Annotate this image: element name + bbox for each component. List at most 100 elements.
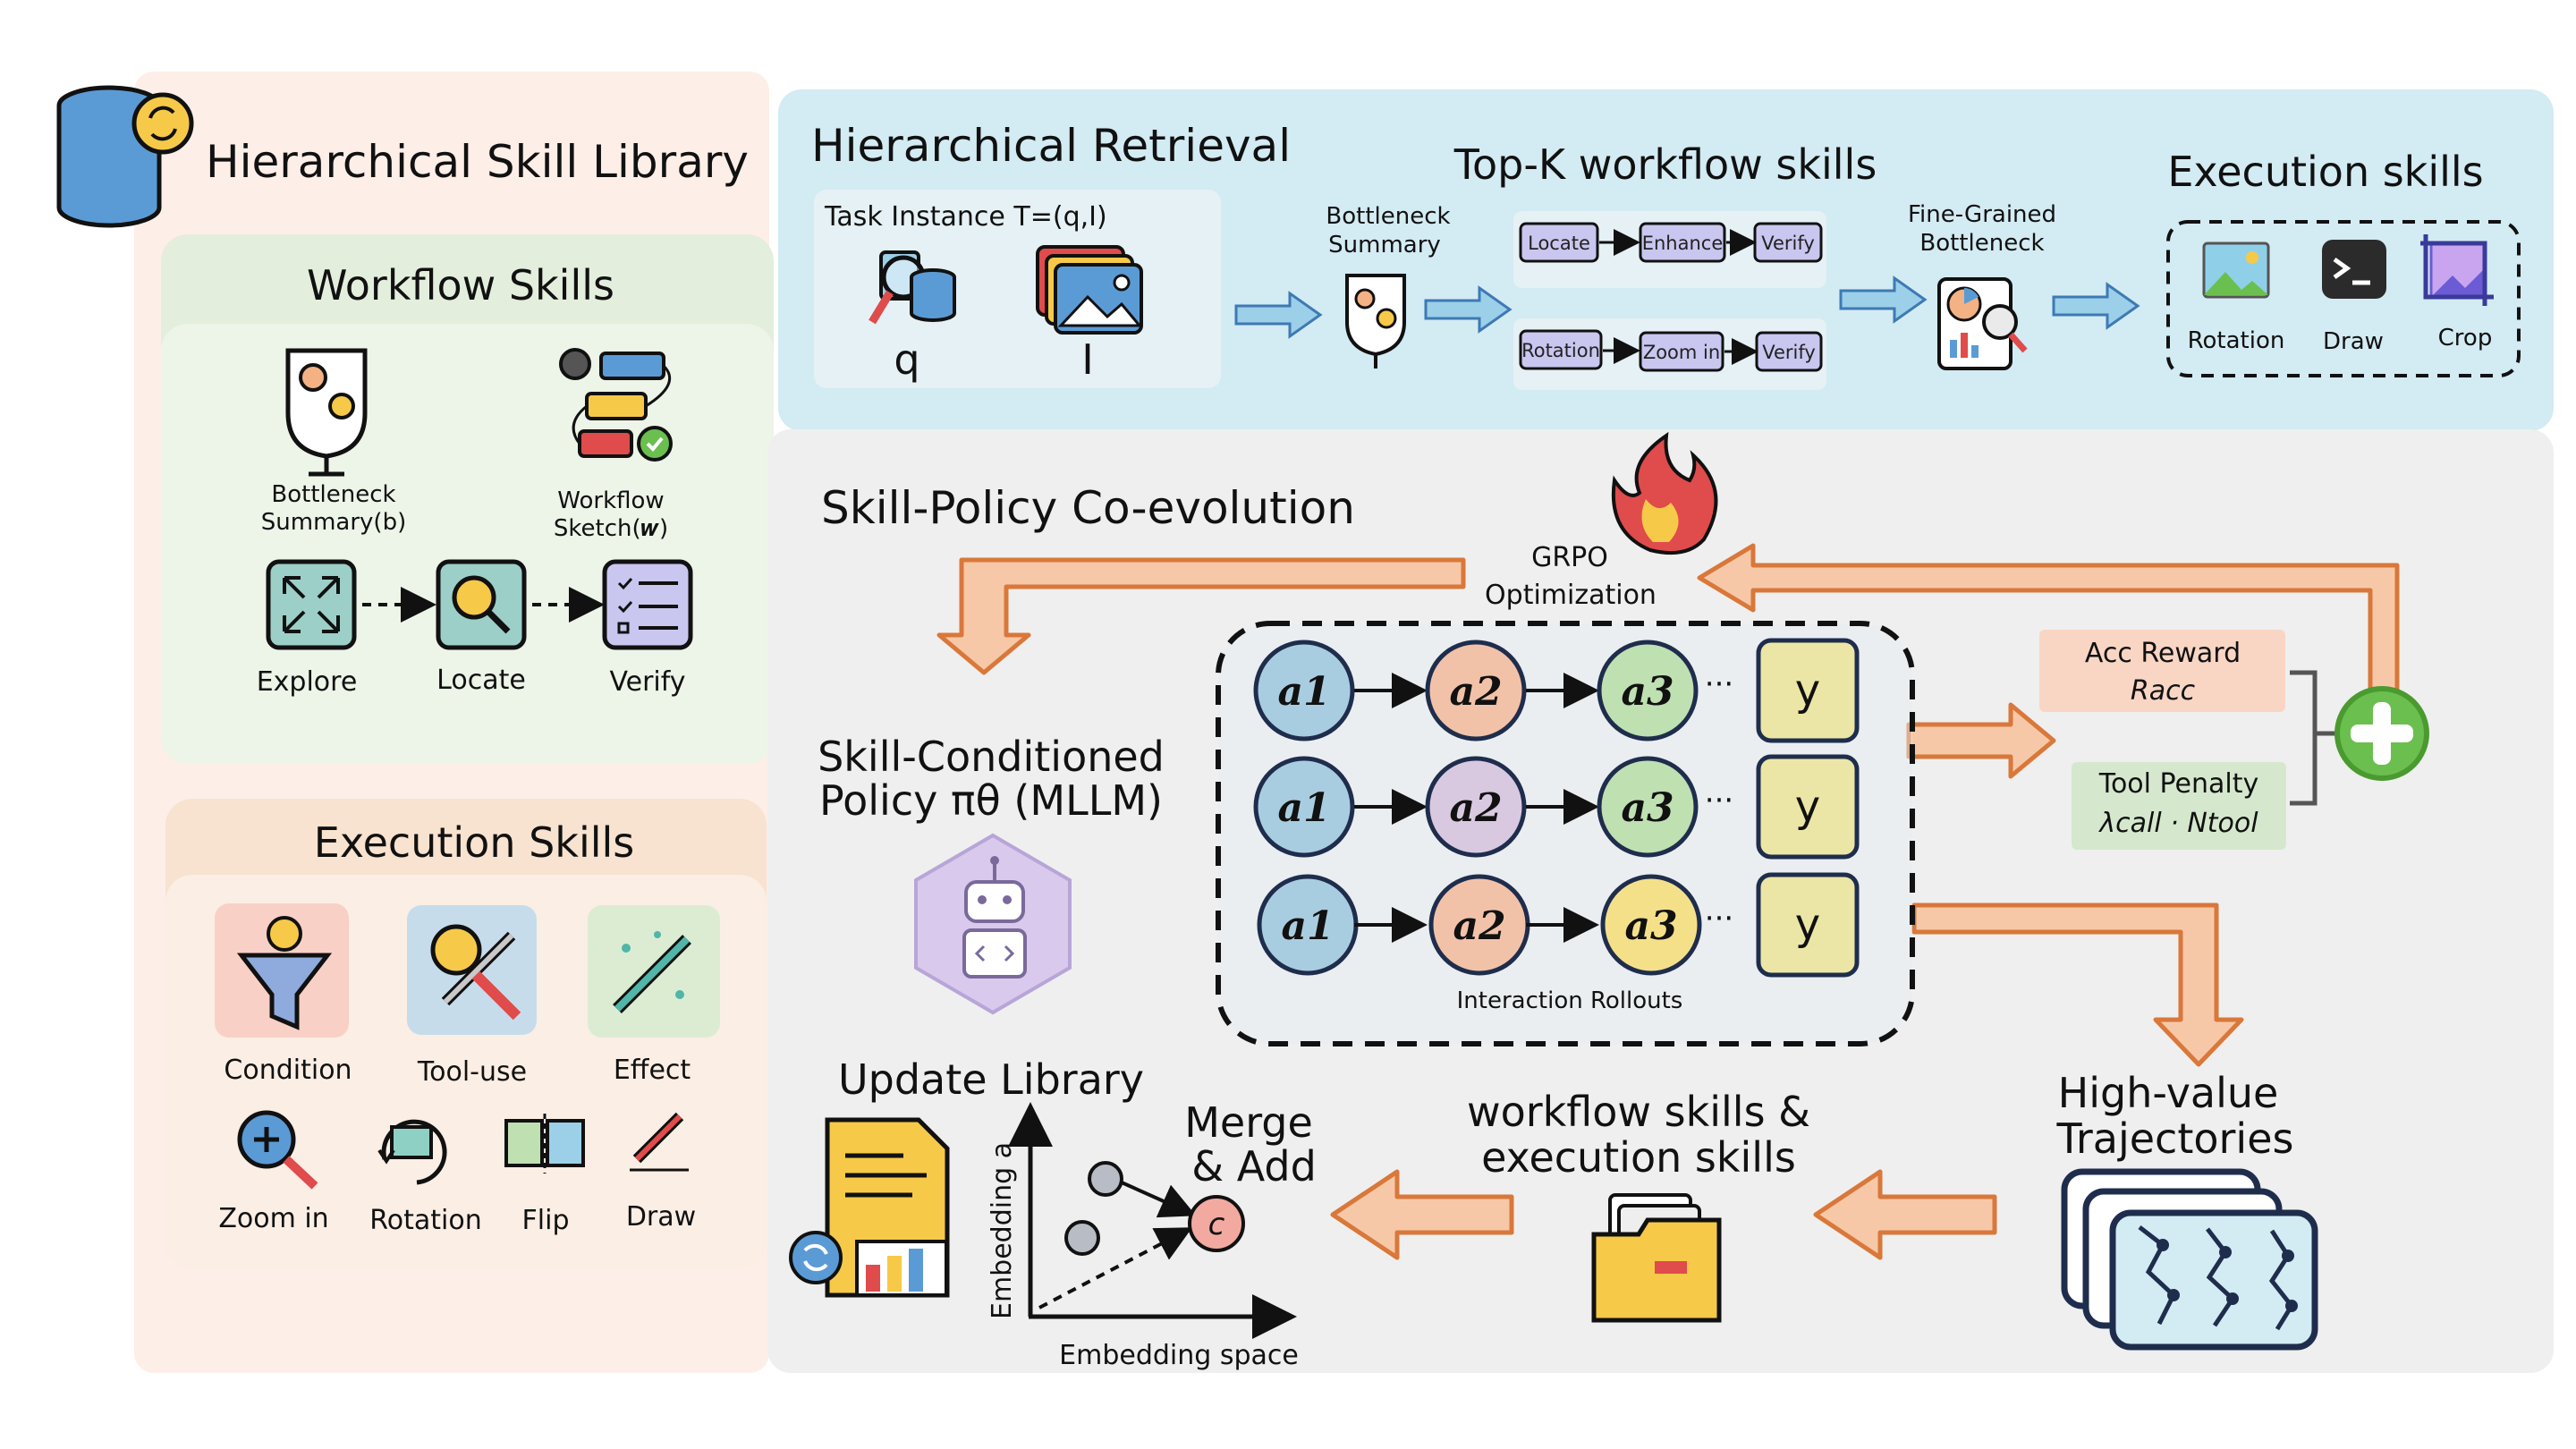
fine-grained-label-1: Fine-Grained xyxy=(1908,201,2056,228)
action-node-label: a2 xyxy=(1449,669,1502,715)
action-node-label: a2 xyxy=(1453,903,1505,949)
exec-skill-tool-use: Tool-use xyxy=(417,1056,527,1088)
embedding-y-axis-label: Embedding a xyxy=(987,1142,1018,1319)
policy-label-1: Skill-Conditioned xyxy=(818,733,1165,781)
exec-skill-rotation: Rotation xyxy=(369,1205,481,1236)
coevolution-title: Skill-Policy Co-evolution xyxy=(821,482,1355,534)
explore-icon xyxy=(266,559,357,650)
rotation-skill-icon xyxy=(2202,242,2270,299)
bottleneck-summary-icon xyxy=(285,348,368,477)
action-node xyxy=(1253,756,1355,858)
coevolution-panel: Skill-Policy Co-evolution GRPO Optimizat… xyxy=(767,429,2554,1373)
exec-skill-draw: Draw xyxy=(626,1201,696,1233)
database-icon xyxy=(56,85,194,228)
optimization-label: Optimization xyxy=(1485,580,1657,611)
action-node xyxy=(1425,756,1527,858)
action-node-label: a3 xyxy=(1624,903,1677,949)
effect-icon xyxy=(588,905,720,1038)
bottleneck-summary-icon-small xyxy=(1345,274,1406,369)
zoom-in-icon xyxy=(237,1110,318,1190)
fire-icon xyxy=(1611,431,1718,555)
topk-chain-1: Locate Enhance Verify xyxy=(1519,222,1823,263)
exec-item-rotation: Rotation xyxy=(2188,327,2285,354)
q-label: q xyxy=(894,335,919,384)
chain1-enhance: Enhance xyxy=(1642,233,1724,254)
grpo-label: GRPO xyxy=(1531,542,1608,573)
trajectories-icon xyxy=(2061,1168,2318,1351)
action-node xyxy=(1425,640,1527,741)
locate-icon xyxy=(436,559,527,650)
workflow-skills-box: Workflow Skills Bottleneck Summary(b) xyxy=(161,234,774,764)
folder-icon xyxy=(1591,1193,1722,1323)
update-library-title: Update Library xyxy=(838,1055,1144,1104)
action-node-label: a1 xyxy=(1277,669,1330,715)
rotation-icon xyxy=(377,1119,447,1185)
embedding-plot: Embedding a Embedding space c Merge & Ad… xyxy=(987,1098,1317,1371)
high-value-label-2: Trajectories xyxy=(2056,1114,2294,1163)
skills-label-1: workflow skills & xyxy=(1467,1088,1810,1136)
task-instance-label: Task Instance T=(q,I) xyxy=(824,201,1107,233)
orange-arrows xyxy=(936,543,2400,1260)
execution-skills-box: Execution Skills Conditio xyxy=(165,799,767,1268)
image-input-icon xyxy=(1036,245,1143,335)
exec-skill-condition: Condition xyxy=(224,1055,352,1086)
query-search-icon xyxy=(869,250,956,325)
bottleneck-label-2: Summary(b) xyxy=(261,509,406,536)
verify-icon xyxy=(602,559,693,650)
action-node-label: a3 xyxy=(1621,669,1674,715)
exec-skill-flip: Flip xyxy=(522,1205,570,1236)
bottleneck-label-1: Bottleneck xyxy=(271,481,395,508)
retrieval-panel: Hierarchical Retrieval Task Instance T=(… xyxy=(778,89,2554,431)
high-value-label-1: High-value xyxy=(2058,1069,2279,1117)
chain1-verify: Verify xyxy=(1761,233,1815,254)
robot-icon xyxy=(914,833,1072,1015)
workflow-sketch-icon xyxy=(559,348,673,462)
merged-node-label: c xyxy=(1208,1207,1225,1242)
plus-icon xyxy=(2334,686,2429,781)
action-node xyxy=(1597,756,1699,858)
exec-item-crop: Crop xyxy=(2438,325,2493,352)
fine-grained-label-2: Bottleneck xyxy=(1919,230,2044,257)
chain2-verify: Verify xyxy=(1762,342,1816,363)
action-node xyxy=(1600,874,1702,976)
retrieval-title: Hierarchical Retrieval xyxy=(811,120,1291,172)
sketch-label-2: Sketch(𝒘) xyxy=(554,515,668,542)
acc-reward-label: Acc Reward xyxy=(2085,638,2241,669)
exec-skill-zoom-in: Zoom in xyxy=(218,1203,328,1234)
exec-item-draw: Draw xyxy=(2323,328,2384,355)
output-node xyxy=(1756,872,1860,978)
crop-icon xyxy=(2420,234,2494,306)
output-node-label: y xyxy=(1795,665,1820,716)
library-title: Hierarchical Skill Library xyxy=(206,136,749,188)
exec-skill-effect: Effect xyxy=(614,1055,691,1086)
retrieval-arrows xyxy=(1234,275,2140,339)
tool-penalty-symbol: λcall · Ntool xyxy=(2097,808,2258,839)
chain2-rotation: Rotation xyxy=(1521,340,1600,361)
action-node xyxy=(1253,640,1355,741)
workflow-step-explore: Explore xyxy=(257,666,358,698)
topk-chain-2: Rotation Zoom in Verify xyxy=(1519,329,1823,372)
action-node-label: a2 xyxy=(1449,785,1502,831)
draw-icon xyxy=(630,1112,689,1172)
output-node-label: y xyxy=(1795,900,1820,950)
output-node xyxy=(1756,638,1860,743)
action-node-label: a3 xyxy=(1621,785,1674,831)
merge-label-2: & Add xyxy=(1191,1142,1317,1191)
fine-grained-bottleneck-icon xyxy=(1937,277,2028,370)
acc-reward-symbol: Racc xyxy=(2131,675,2196,707)
i-label: I xyxy=(1081,335,1094,384)
action-node xyxy=(1597,640,1699,741)
document-chart-icon xyxy=(789,1117,950,1298)
continuation-dots: ··· xyxy=(1705,783,1733,818)
output-node xyxy=(1756,754,1860,860)
tool-penalty-label: Tool Penalty xyxy=(2098,768,2259,800)
terminal-icon xyxy=(2322,240,2386,299)
embedding-x-axis-label: Embedding space xyxy=(1059,1340,1299,1371)
condition-icon xyxy=(215,903,349,1038)
workflow-skills-title: Workflow Skills xyxy=(307,261,614,309)
execution-skills-title: Execution Skills xyxy=(314,818,635,867)
execution-skills-retrieved-title: Execution skills xyxy=(2167,148,2483,196)
output-node-label: y xyxy=(1795,782,1820,832)
